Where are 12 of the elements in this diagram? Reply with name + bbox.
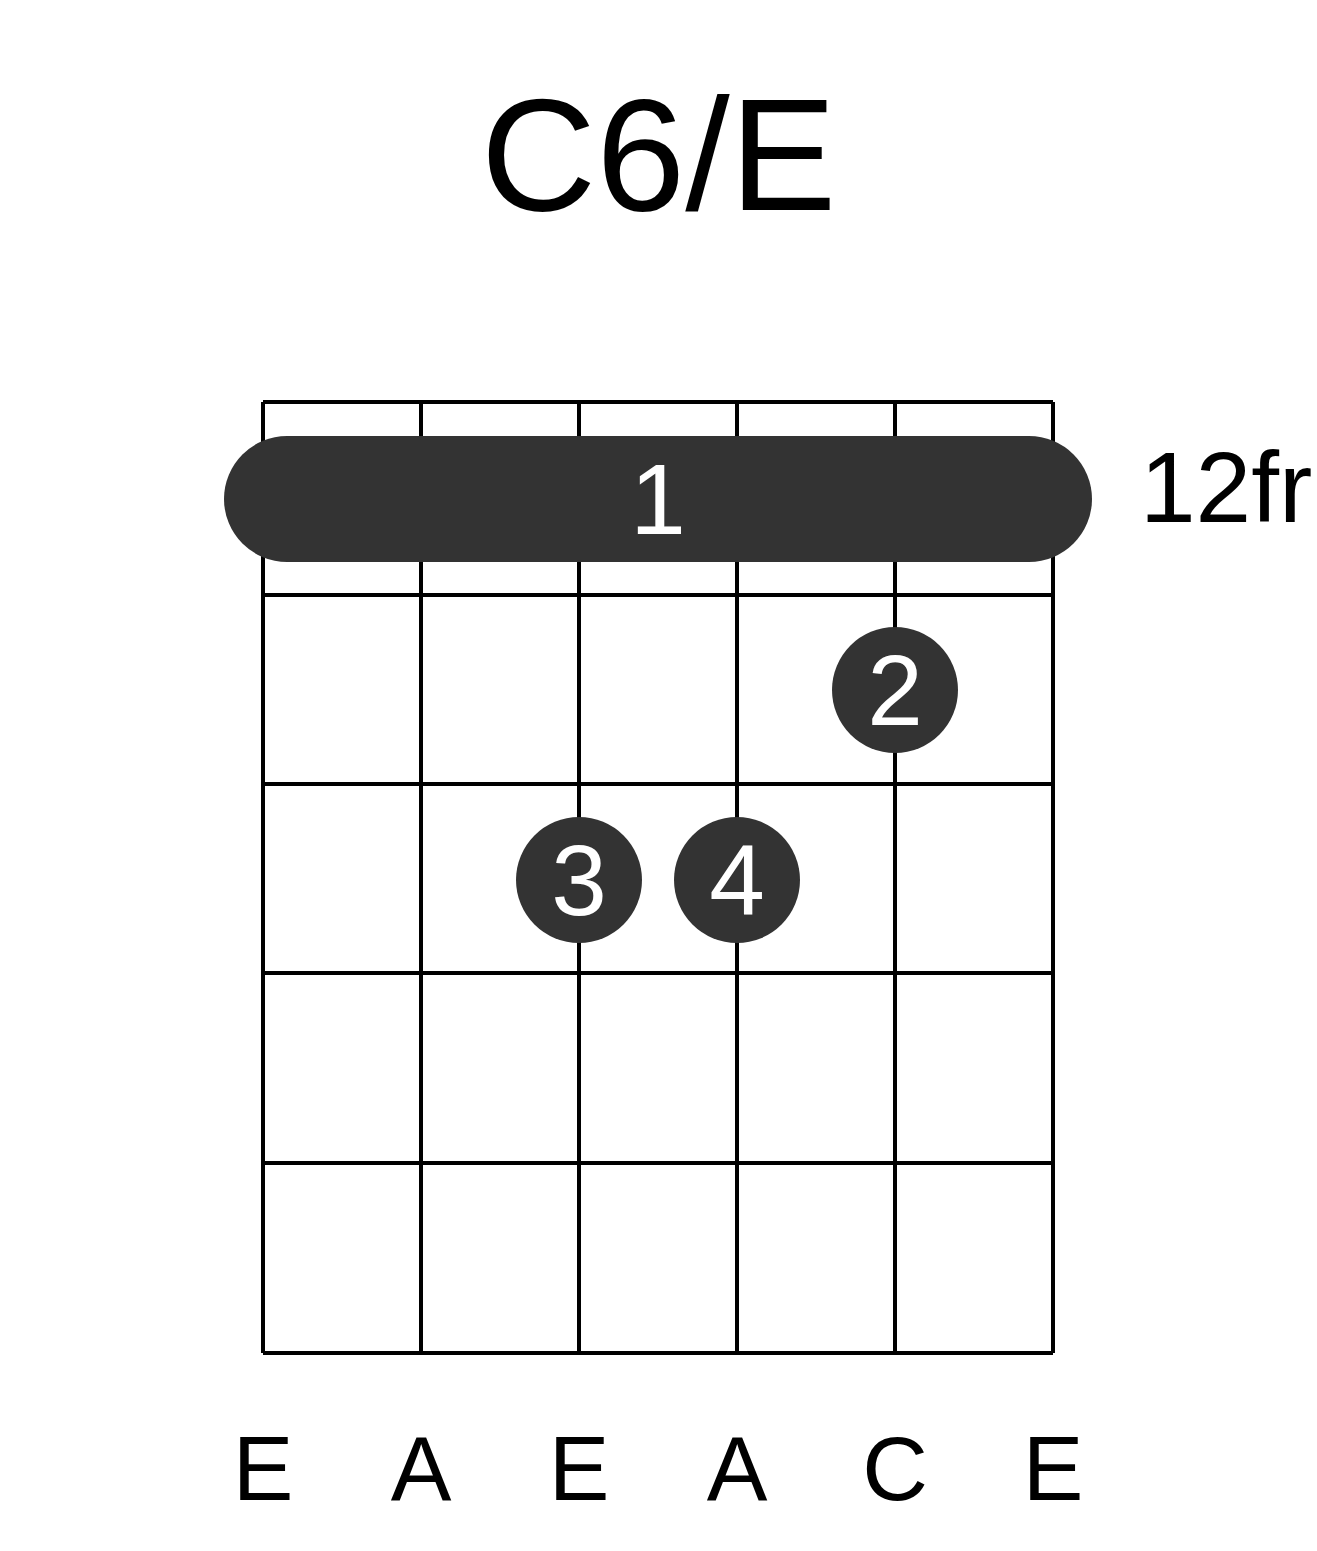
- string-note: E: [548, 1423, 610, 1514]
- string-note: E: [1022, 1423, 1084, 1514]
- finger-number: 4: [709, 830, 765, 930]
- fret-position-label: 12fr: [1140, 437, 1313, 537]
- finger-number: 3: [551, 830, 607, 930]
- string-note: A: [390, 1423, 452, 1514]
- finger-number: 1: [630, 449, 686, 549]
- string-note: C: [862, 1423, 928, 1514]
- finger-number: 2: [867, 640, 923, 740]
- string-note: A: [706, 1423, 768, 1514]
- chord-title: C6/E: [479, 75, 838, 235]
- string-note: E: [232, 1423, 294, 1514]
